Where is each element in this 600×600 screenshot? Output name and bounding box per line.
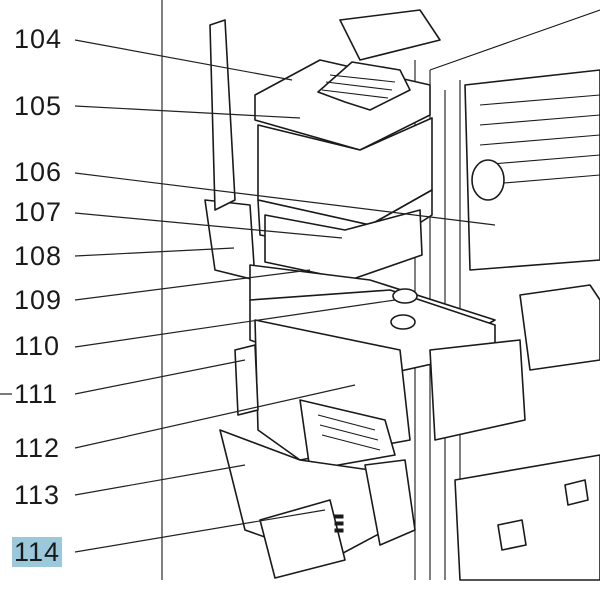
part-label-111: 111 — [14, 379, 59, 409]
part-label-107: 107 — [14, 197, 63, 227]
lid-detail — [325, 81, 393, 91]
control-box-part — [519, 284, 600, 371]
knob-part — [390, 314, 416, 330]
mechanism-part — [429, 339, 526, 441]
part-label-104: 104 — [14, 24, 63, 54]
clip-part — [564, 479, 589, 506]
bottom-plate-part — [259, 499, 346, 579]
part-label-110: 110 — [14, 331, 61, 361]
leader-line-108 — [74, 247, 235, 257]
left-rail-part — [209, 19, 236, 211]
motor-part — [471, 159, 505, 201]
part-label-112: 112 — [14, 433, 61, 463]
left-bracket-part — [204, 199, 256, 281]
leader-line-107 — [74, 212, 343, 239]
lower-right-tray-part — [454, 454, 600, 581]
tray-grooves — [317, 414, 381, 451]
leader-line-105 — [74, 105, 301, 119]
leader-line-104 — [74, 39, 293, 81]
leader-line-113 — [74, 464, 246, 496]
panel-ribs — [479, 94, 600, 186]
vent-slot — [334, 514, 344, 519]
lid-detail — [329, 74, 396, 83]
leader-line-114 — [74, 509, 326, 553]
vent-slot — [334, 521, 344, 526]
part-label-114-highlighted: 114 — [12, 537, 63, 567]
knob-part — [392, 288, 418, 304]
leader-line-111 — [74, 359, 246, 395]
leader-line-112 — [74, 384, 356, 449]
bucket-tray-part — [299, 399, 396, 471]
lid-detail — [321, 89, 389, 99]
rear-panel-part — [464, 69, 600, 271]
clip-part — [497, 519, 527, 551]
leader-line-110 — [74, 299, 396, 348]
part-label-106: 106 — [14, 157, 63, 187]
shelf-box-part — [264, 209, 423, 281]
part-label-113: 113 — [14, 480, 61, 510]
vent-slot — [334, 528, 344, 533]
leader-line-106 — [74, 172, 496, 226]
frame-line — [429, 9, 600, 71]
part-label-108: 108 — [14, 241, 63, 271]
upper-right-bracket-part — [339, 9, 441, 61]
ice-chute-part — [364, 459, 416, 546]
part-label-109: 109 — [14, 285, 63, 315]
leader-line-109 — [74, 269, 311, 301]
part-label-105: 105 — [14, 91, 63, 121]
side-clip-part — [234, 344, 259, 416]
